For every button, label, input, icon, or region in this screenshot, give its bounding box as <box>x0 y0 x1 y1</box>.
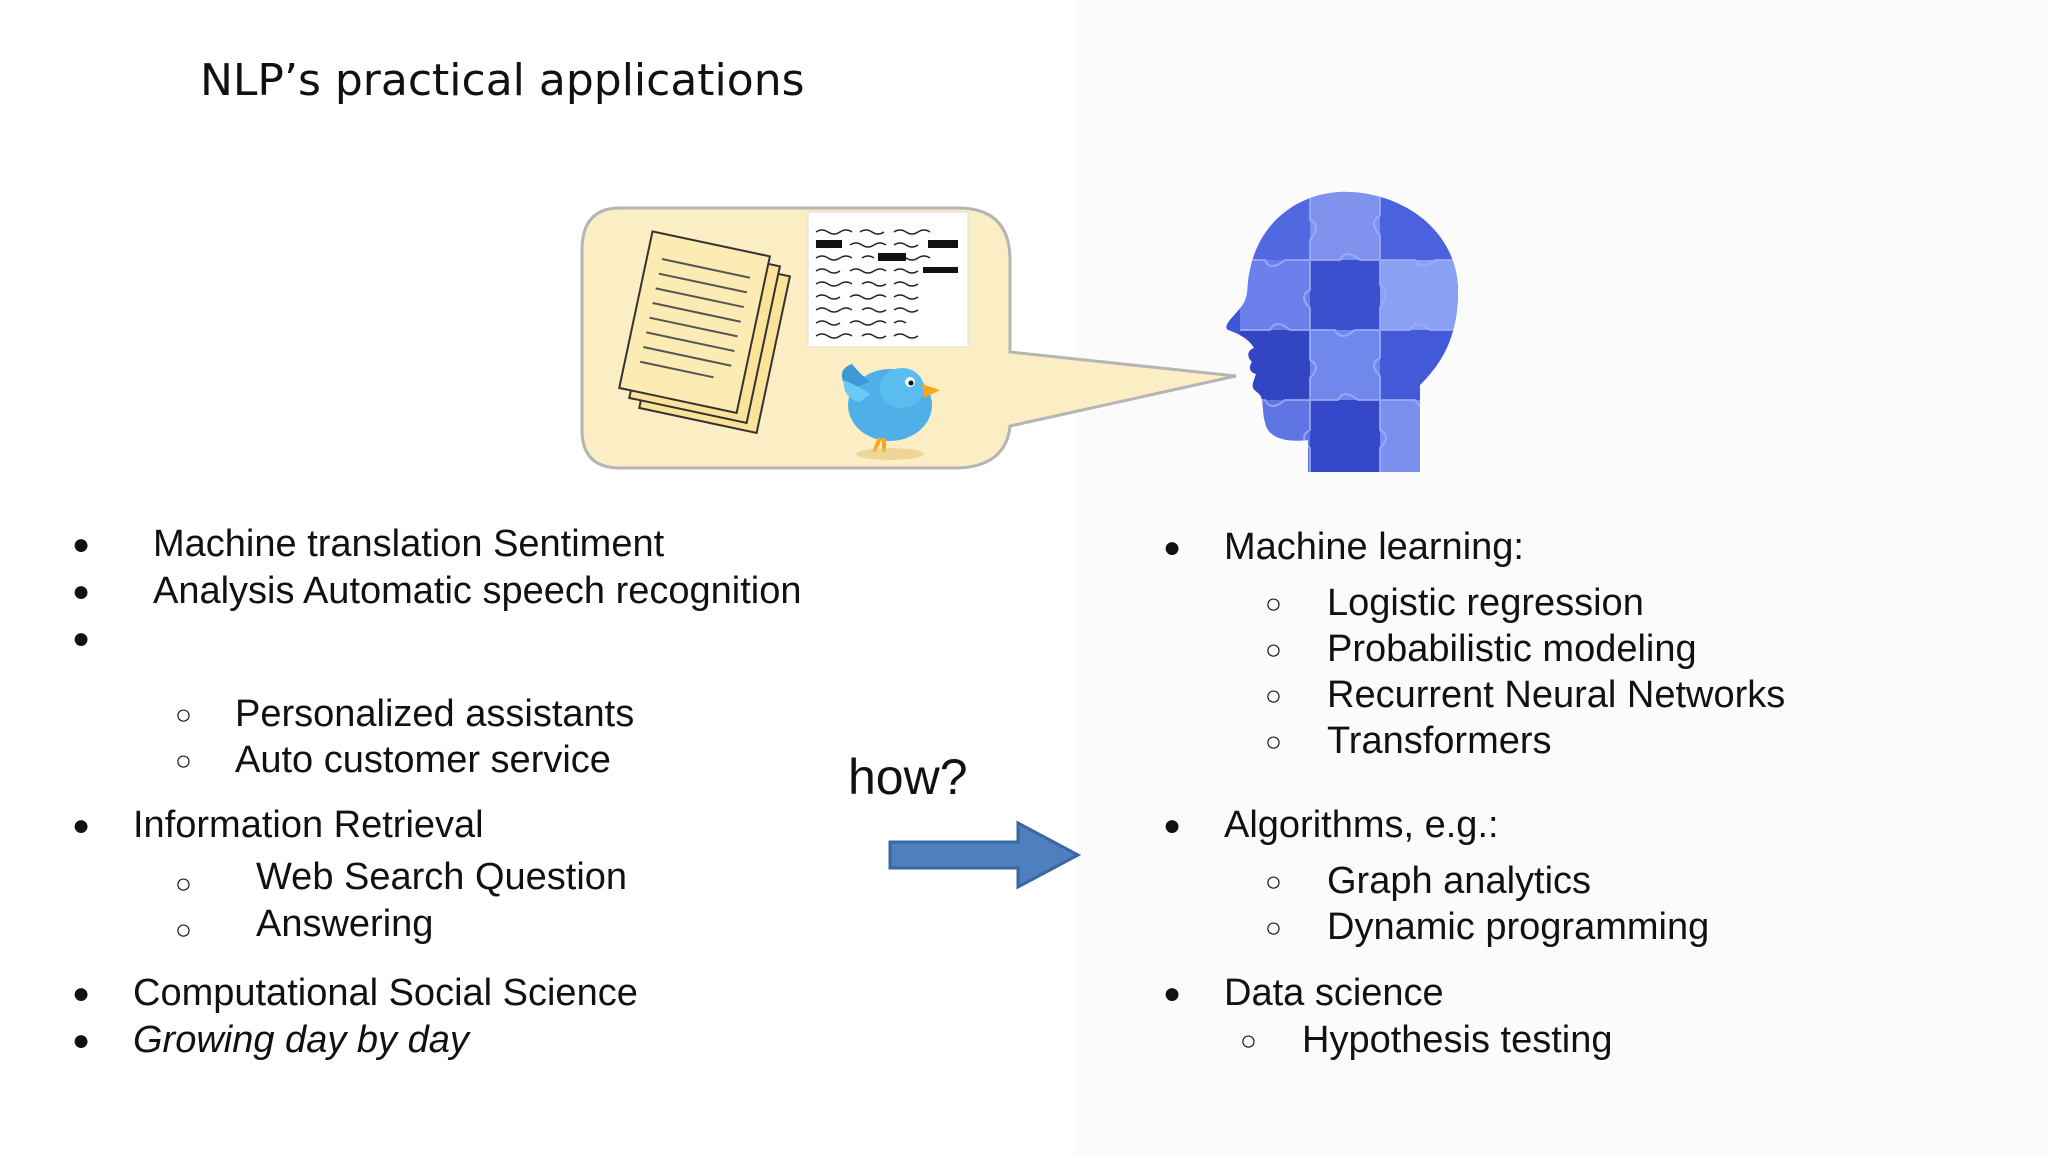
list-item: Hypothesis testing <box>1302 1019 1613 1061</box>
sub-bullet: ○ <box>1265 680 1282 711</box>
list-item: Logistic regression <box>1327 582 1644 624</box>
bullet: ● <box>72 977 91 1010</box>
list-item: Auto customer service <box>235 739 611 781</box>
twitter-bird-icon <box>841 364 940 460</box>
bullet: ● <box>1163 977 1182 1010</box>
machine-learning-text: Machine learning: <box>1224 526 1524 568</box>
puzzle-head-icon <box>1226 191 1459 472</box>
web-search-text: Web Search Question <box>256 856 628 898</box>
slide-title: NLP’s practical applications <box>200 55 805 106</box>
bullet: ● <box>72 528 91 561</box>
algorithms-text: Algorithms, e.g.: <box>1224 804 1499 846</box>
speech-bubble-illustration <box>580 206 1237 470</box>
list-item: Probabilistic modeling <box>1327 628 1697 670</box>
sub-bullet: ○ <box>1265 866 1282 897</box>
bullet: ● <box>72 622 91 655</box>
list-item: Graph analytics <box>1327 860 1592 902</box>
list-item: Recurrent Neural Networks <box>1327 674 1786 716</box>
right-panel-background <box>1075 0 2048 1155</box>
analysis-speech-text: Analysis Automatic speech recognition <box>153 570 802 612</box>
sub-bullet: ○ <box>1265 912 1282 943</box>
sub-bullet: ○ <box>1265 726 1282 757</box>
sub-bullet: ○ <box>175 914 192 945</box>
sub-bullet: ○ <box>175 699 192 730</box>
handwritten-note-icon <box>807 211 969 348</box>
bullet: ● <box>1163 809 1182 842</box>
right-arrow-icon <box>888 820 1082 890</box>
bullet: ● <box>72 1024 91 1057</box>
answering-text: Answering <box>256 903 434 945</box>
how-label: how? <box>848 749 968 805</box>
bullet: ● <box>1163 531 1182 564</box>
growing-day-by-day-text: Growing day by day <box>133 1019 469 1061</box>
bullet: ● <box>72 809 91 842</box>
sub-bullet: ○ <box>175 868 192 899</box>
sub-bullet: ○ <box>1265 634 1282 665</box>
machine-translation-text: Machine translation Sentiment <box>153 523 665 565</box>
list-item: Personalized assistants <box>235 693 635 735</box>
list-item: Transformers <box>1327 720 1552 762</box>
information-retrieval-text: Information Retrieval <box>133 804 484 846</box>
sub-bullet: ○ <box>1240 1025 1257 1056</box>
sub-bullet: ○ <box>175 745 192 776</box>
list-item: Dynamic programming <box>1327 906 1710 948</box>
data-science-text: Data science <box>1224 972 1444 1014</box>
computational-social-science-text: Computational Social Science <box>133 972 638 1014</box>
bullet: ● <box>72 575 91 608</box>
sub-bullet: ○ <box>1265 588 1282 619</box>
document-stack-icon <box>618 230 792 435</box>
